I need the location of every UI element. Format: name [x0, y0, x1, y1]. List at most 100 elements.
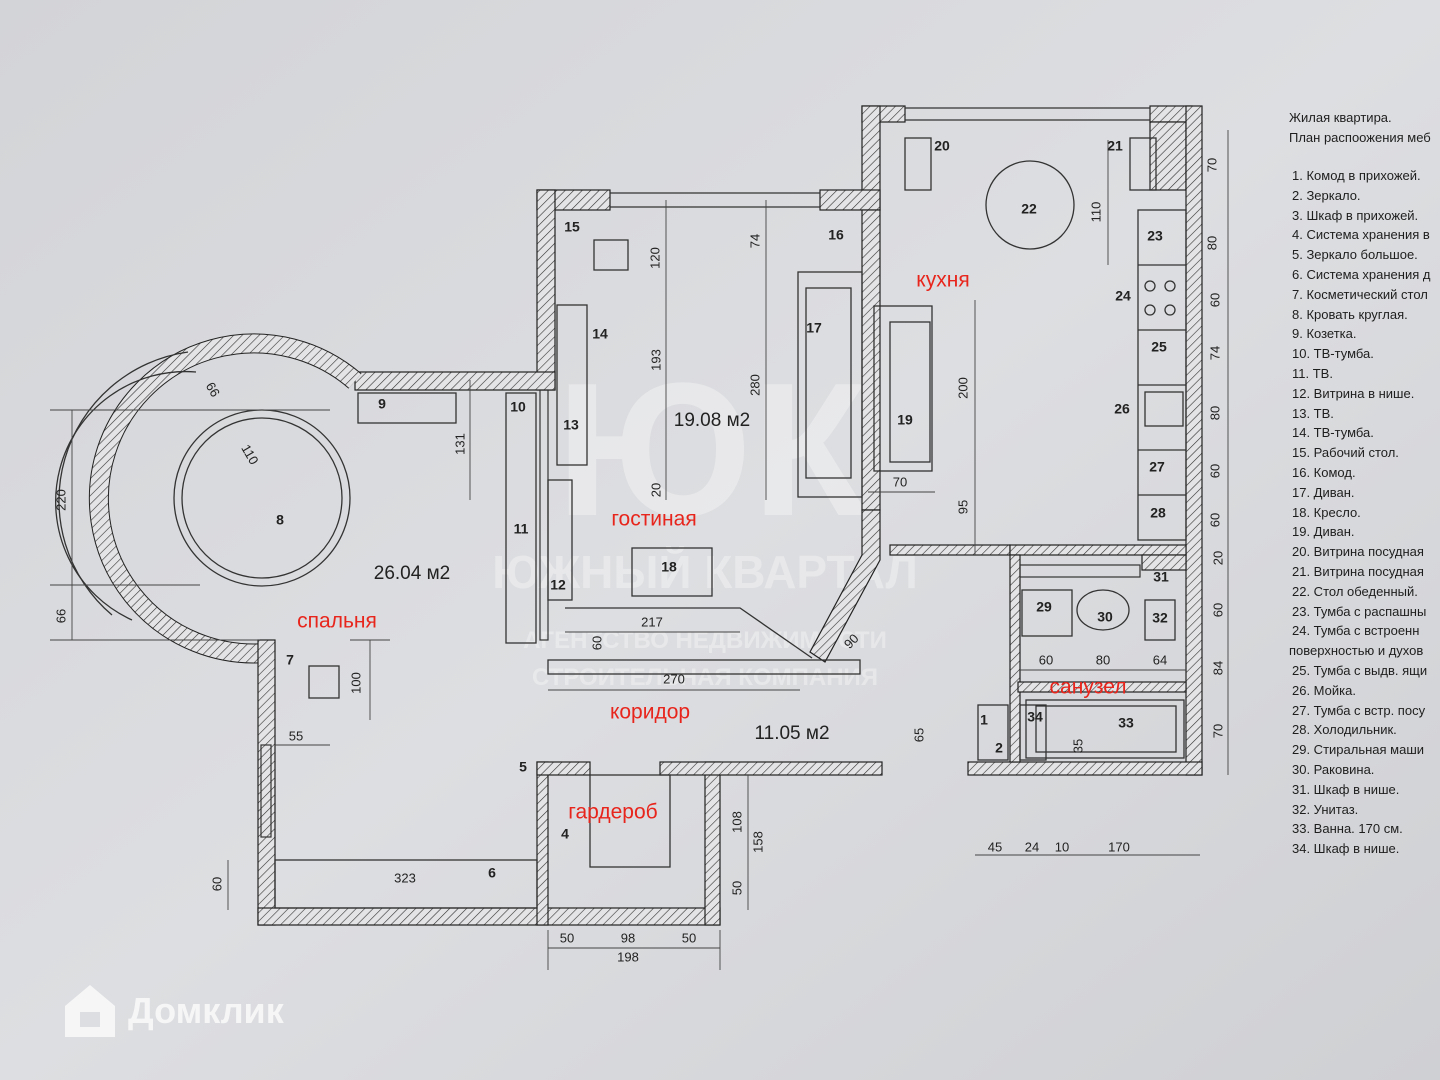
furniture-number: 23: [1147, 228, 1163, 244]
dimension-label: 35: [1070, 739, 1085, 753]
legend-item: 23. Тумба с распашны: [1292, 603, 1427, 619]
furniture-number: 9: [378, 396, 386, 412]
legend-item: 25. Тумба с выдв. ящи: [1292, 662, 1428, 678]
legend-item: 32. Унитаз.: [1292, 801, 1359, 817]
furniture-number: 1: [980, 712, 988, 728]
house-icon: [65, 985, 115, 1037]
furniture-number: 5: [519, 759, 527, 775]
area-bedroom: 26.04 м2: [374, 563, 450, 584]
legend-item: 19. Диван.: [1292, 524, 1355, 540]
dimension-label: 217: [641, 614, 663, 629]
legend-item: 8. Кровать круглая.: [1292, 306, 1408, 322]
legend-item: 21. Витрина посудная: [1292, 563, 1424, 579]
dimension-label: 60: [1207, 464, 1222, 478]
dimension-label: 95: [955, 500, 970, 514]
dimension-label: 60: [1210, 603, 1225, 617]
furniture-number: 6: [488, 865, 496, 881]
dimension-label: 70: [893, 474, 907, 489]
furniture-number: 28: [1150, 505, 1166, 521]
dimension-label: 70: [1204, 158, 1219, 172]
dimension-label: 20: [1210, 551, 1225, 565]
legend-item: 31. Шкаф в нише.: [1292, 781, 1400, 797]
furniture-number: 24: [1115, 288, 1131, 304]
dimension-label: 60: [209, 877, 224, 891]
legend-item: 10. ТВ-тумба.: [1292, 346, 1374, 362]
legend-item: 30. Раковина.: [1292, 761, 1375, 777]
legend-item: 34. Шкаф в нише.: [1292, 841, 1400, 857]
furniture-number: 30: [1097, 609, 1113, 625]
dimension-lines: [50, 130, 1229, 970]
legend-item: 9. Козетка.: [1292, 326, 1357, 342]
furniture-number: 13: [563, 417, 579, 433]
furniture: [55, 137, 1187, 909]
area-corridor: 11.05 м2: [754, 723, 829, 744]
dimension-label: 66: [203, 379, 223, 399]
dimension-label: 80: [1204, 236, 1219, 250]
room-kitchen: кухня: [916, 269, 969, 292]
dimension-label: 198: [617, 949, 639, 964]
legend-item: 15. Рабочий стол.: [1292, 445, 1399, 461]
room-bathroom: санузел: [1050, 676, 1127, 699]
brand-name: Домклик: [128, 990, 284, 1031]
dimension-label: 80: [1096, 652, 1110, 667]
dimension-label: 270: [663, 671, 685, 686]
furniture-number: 16: [828, 227, 844, 243]
furniture-number: 27: [1149, 459, 1165, 475]
furniture-number: 34: [1027, 709, 1043, 725]
room-living: гостиная: [611, 508, 696, 531]
dimension-label: 74: [1207, 346, 1222, 360]
dimension-label: 50: [682, 930, 696, 945]
legend-subtitle: План распоожения меб: [1289, 130, 1431, 145]
dimension-label: 50: [560, 930, 574, 945]
furniture-number: 31: [1153, 569, 1169, 585]
legend-item: 6. Система хранения д: [1292, 266, 1431, 282]
dimension-label: 100: [348, 672, 363, 694]
dimension-label: 200: [955, 377, 970, 399]
dimension-label: 66: [53, 609, 68, 623]
dimension-label: 60: [589, 636, 604, 650]
legend-item: 7. Косметический стол: [1292, 286, 1428, 302]
furniture-number: 33: [1118, 715, 1134, 731]
walls: [88, 105, 1203, 926]
legend-item: 17. Диван.: [1292, 484, 1355, 500]
furniture-number: 11: [514, 521, 529, 537]
dimension-label: 193: [648, 349, 663, 371]
dimension-label: 323: [394, 870, 416, 885]
legend-item: 2. Зеркало.: [1292, 187, 1361, 203]
dimension-label: 220: [53, 489, 68, 511]
room-corridor: коридор: [610, 701, 690, 724]
dimension-label: 280: [747, 374, 762, 396]
legend-item: 13. ТВ.: [1292, 405, 1334, 421]
legend-item: 14. ТВ-тумба.: [1292, 425, 1374, 441]
dimension-label: 74: [747, 234, 762, 248]
legend-item: 16. Комод.: [1292, 464, 1356, 480]
legend-title: Жилая квартира.: [1289, 110, 1392, 125]
domclick-logo: Домклик: [62, 982, 284, 1040]
dimension-label: 84: [1210, 661, 1225, 675]
dimension-label: 50: [729, 881, 744, 895]
legend-item: 18. Кресло.: [1292, 504, 1361, 520]
watermark-line2: СТРОИТЕЛЬНАЯ КОМПАНИЯ: [532, 664, 878, 691]
furniture-number: 2: [995, 740, 1003, 756]
furniture-number: 7: [286, 652, 294, 668]
legend-item: 4. Система хранения в: [1292, 227, 1430, 243]
furniture-number: 19: [897, 412, 913, 428]
furniture-number: 20: [934, 138, 950, 154]
dimension-labels: 120 74 193 280 20 131 220 66 100 110 200…: [53, 158, 1225, 965]
dimension-label: 60: [1207, 513, 1222, 527]
dimension-label: 60: [1039, 652, 1053, 667]
furniture-number: 12: [550, 577, 566, 593]
furniture-number: 25: [1151, 339, 1167, 355]
legend-item: 26. Мойка.: [1292, 682, 1356, 698]
legend-item: 24. Тумба с встроенн: [1292, 623, 1420, 639]
dimension-label: 24: [1025, 839, 1039, 854]
legend-item: поверхностью и духов: [1289, 643, 1424, 659]
legend-item: 28. Холодильник.: [1292, 722, 1397, 738]
room-bedroom: спальня: [297, 610, 377, 633]
dimension-label: 98: [621, 930, 635, 945]
furniture-number: 14: [592, 326, 608, 342]
room-wardrobe: гардероб: [568, 801, 657, 824]
furniture-numbers: 1 2 4 5 6 7 8 9 10 11 12 13 14 15 16 17 …: [276, 138, 1169, 881]
furniture-number: 26: [1114, 401, 1130, 417]
